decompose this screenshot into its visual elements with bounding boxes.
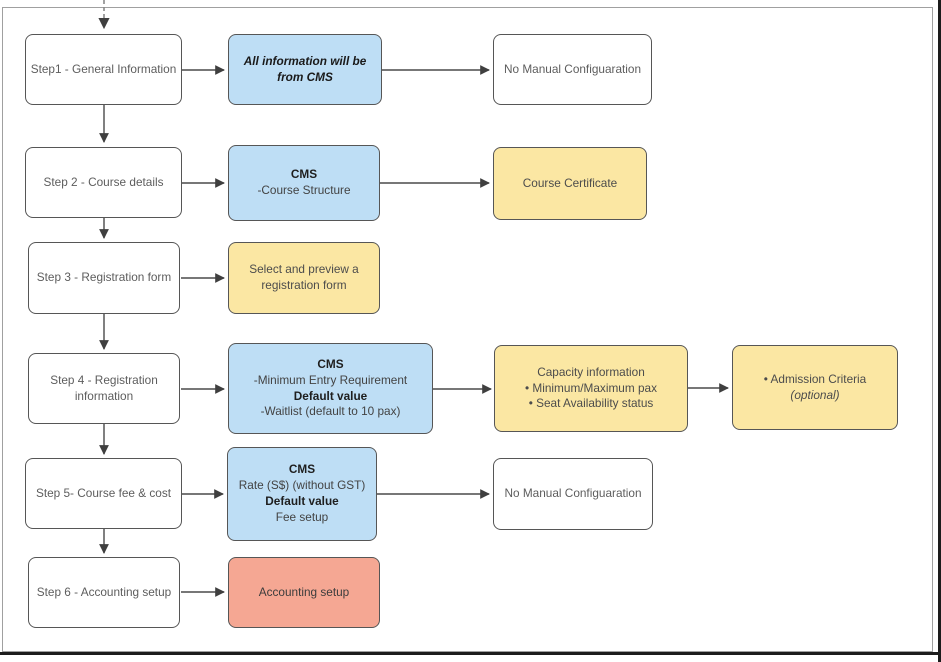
node-capacity-information: Capacity information • Minimum/Maximum p… — [494, 345, 688, 432]
node-cms-fee-defaults: CMS Rate (S$) (without GST) Default valu… — [227, 447, 377, 541]
node-label: Step 3 - Registration form — [36, 270, 172, 285]
node-course-certificate: Course Certificate — [493, 147, 647, 220]
node-label: Step 6 - Accounting setup — [36, 584, 172, 599]
node-line: Rate (S$) (without GST) — [238, 478, 366, 493]
node-label: Step 2 - Course details — [43, 174, 164, 189]
node-line: (optional) — [790, 387, 840, 402]
node-no-manual-configuration-2: No Manual Configuaration — [493, 458, 653, 530]
node-label: Step1 - General Information — [30, 61, 177, 76]
node-label: No Manual Configuaration — [504, 486, 642, 501]
node-admission-criteria: • Admission Criteria (optional) — [732, 345, 898, 430]
node-step1-general-information: Step1 - General Information — [25, 34, 182, 105]
node-step4-registration-information: Step 4 - Registration information — [28, 353, 180, 424]
node-cms-registration-defaults: CMS -Minimum Entry Requirement Default v… — [228, 343, 433, 434]
node-line: CMS — [288, 462, 316, 477]
node-line: • Minimum/Maximum pax — [525, 380, 657, 395]
node-label: All information will be from CMS — [243, 53, 367, 84]
page-border — [2, 7, 933, 652]
node-line: Default value — [265, 494, 339, 508]
node-step6-accounting-setup: Step 6 - Accounting setup — [28, 557, 180, 628]
node-line: -Course Structure — [257, 183, 351, 197]
node-label: Select and preview a registration form — [249, 262, 359, 292]
node-line: • Seat Availability status — [528, 396, 654, 411]
node-step2-course-details: Step 2 - Course details — [25, 147, 182, 218]
node-no-manual-configuration-1: No Manual Configuaration — [493, 34, 652, 105]
node-step3-registration-form: Step 3 - Registration form — [28, 242, 180, 314]
node-label: Accounting setup — [258, 584, 350, 599]
screen-bottom-edge — [0, 652, 941, 655]
node-line: Fee setup — [275, 509, 329, 524]
node-line: -Minimum Entry Requirement — [253, 372, 408, 387]
node-line: -Waitlist (default to 10 pax) — [260, 404, 401, 419]
node-line: CMS — [290, 167, 318, 182]
node-all-information-from-cms: All information will be from CMS — [228, 34, 382, 105]
node-line: • Admission Criteria — [763, 371, 867, 386]
node-label: No Manual Configuaration — [503, 61, 642, 76]
node-select-preview-registration-form: Select and preview a registration form — [228, 242, 380, 314]
node-line: Default value — [293, 388, 368, 403]
node-line: Capacity information — [537, 364, 645, 379]
node-label: Course Certificate — [522, 175, 618, 190]
screen-right-edge — [938, 0, 941, 662]
node-step5-course-fee-cost: Step 5- Course fee & cost — [25, 458, 182, 529]
node-label: Step 4 - Registration information — [50, 372, 158, 403]
node-label: Step 5- Course fee & cost — [35, 485, 172, 500]
node-line: CMS — [317, 356, 344, 371]
node-cms-course-structure: CMS -Course Structure — [228, 145, 380, 221]
node-accounting-setup: Accounting setup — [228, 557, 380, 628]
